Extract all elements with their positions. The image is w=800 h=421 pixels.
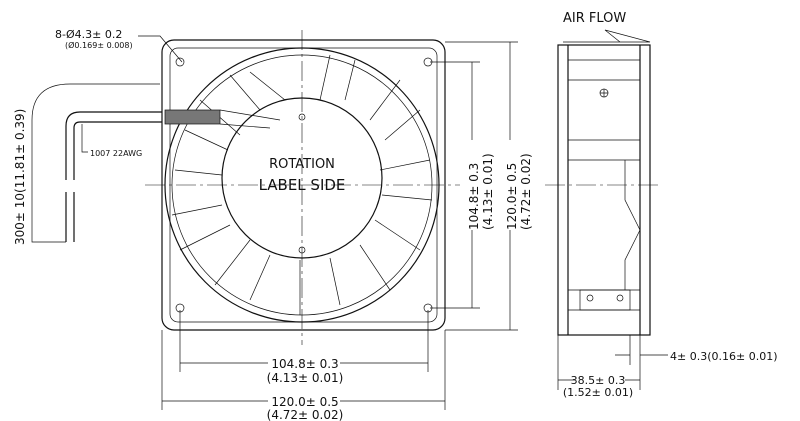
hole-pitch-v-inch: (4.13± 0.01) [481, 153, 495, 230]
wire-type: 1007 22AWG [90, 149, 142, 158]
flange-dim: 4± 0.3(0.16± 0.01) [670, 350, 778, 363]
rotation-label: ROTATION [269, 157, 335, 172]
label-side-text: LABEL SIDE [259, 176, 346, 194]
front-view: ROTATION LABEL SIDE [145, 30, 460, 345]
hole-pitch-h-inch: (4.13± 0.01) [267, 371, 344, 385]
lead-wire: 1007 22AWG 300± 10(11.81± 0.39) [13, 83, 162, 245]
lead-length-dim: 300± 10(11.81± 0.39) [13, 109, 27, 245]
depth-dim-inch: (1.52± 0.01) [563, 386, 633, 399]
hole-pitch-h: 104.8± 0.3 [271, 357, 338, 371]
vertical-dimensions [430, 41, 518, 331]
hole-spec-inch: (Ø0.169± 0.008) [65, 40, 133, 50]
air-flow-arrow-icon [563, 29, 651, 43]
side-view: AIR FLOW [545, 11, 668, 390]
width-h-inch: (4.72± 0.02) [267, 408, 344, 421]
hole-pitch-v: 104.8± 0.3 [467, 163, 481, 230]
horizontal-dimensions [161, 310, 446, 410]
width-v-inch: (4.72± 0.02) [519, 153, 533, 230]
width-v: 120.0± 0.5 [505, 163, 519, 230]
hole-spec: 8-Ø4.3± 0.2 [55, 28, 122, 41]
depth-dim: 38.5± 0.3 [571, 374, 626, 387]
air-flow-label: AIR FLOW [563, 11, 626, 26]
width-h: 120.0± 0.5 [271, 395, 338, 409]
